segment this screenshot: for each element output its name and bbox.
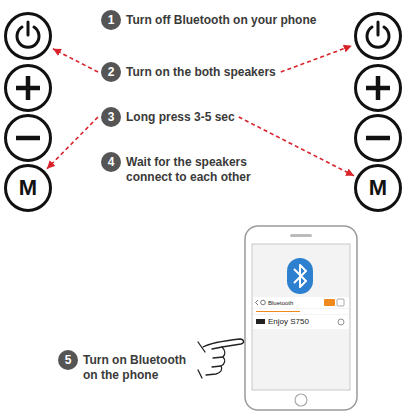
step-number: 2 (108, 65, 115, 79)
power-button (6, 14, 51, 59)
bluetooth-rune (294, 265, 306, 287)
device-row (253, 315, 349, 329)
dashed-arrow (47, 117, 98, 169)
step-text: Wait for the speakers connect to each ot… (126, 152, 276, 185)
step-number-circle: 2 (101, 62, 121, 82)
power-symbol (27, 22, 30, 35)
step-number: 1 (108, 13, 115, 27)
power-button (356, 14, 401, 59)
leader-arrow (281, 46, 352, 72)
section-rule (256, 311, 300, 312)
info-icon (338, 319, 344, 325)
phone-speaker (290, 234, 312, 237)
step-text: Long press 3-5 sec (126, 107, 235, 127)
step-item: 3 Long press 3-5 sec (101, 107, 235, 127)
toggle-switch (337, 299, 344, 306)
right-button-column (356, 14, 401, 161)
step-item: 2 Turn on the both speakers (101, 62, 276, 82)
step-item: 5 Turn on Bluetooth on the phone (58, 350, 195, 383)
step-number-circle: 5 (58, 350, 78, 370)
mode-button: M (354, 164, 402, 212)
minus-symbol (16, 136, 40, 141)
step-text: Turn off Bluetooth on your phone (126, 10, 316, 30)
step-item: 4 Wait for the speakers connect to each o… (101, 152, 276, 185)
dashed-arrow (239, 117, 354, 176)
settings-header (253, 297, 349, 308)
mode-button: M (4, 164, 52, 212)
power-symbol (377, 22, 380, 35)
left-button-column (6, 14, 51, 161)
cuff-lines (198, 342, 205, 378)
step-number: 5 (65, 353, 72, 367)
step-number-circle: 4 (101, 152, 121, 172)
button-letter: M (19, 177, 37, 199)
step-text: Turn on the both speakers (126, 62, 276, 82)
bluetooth-logo (287, 258, 313, 294)
minus-symbol (366, 136, 390, 141)
device-name: Enjoy S750 (268, 318, 309, 326)
plus-symbol (366, 76, 390, 100)
step-item: 1 Turn off Bluetooth on your phone (101, 10, 316, 30)
minus-button (356, 116, 401, 161)
pointing-hand (198, 339, 244, 378)
leader-arrow (53, 49, 98, 72)
plus-symbol (16, 76, 40, 100)
step-number-circle: 1 (101, 10, 121, 30)
screen-title: Bluetooth (268, 300, 293, 306)
step-number-circle: 3 (101, 107, 121, 127)
step-text: Turn on Bluetooth on the phone (83, 350, 195, 383)
minus-button (6, 116, 51, 161)
back-chevron (256, 300, 259, 305)
plus-button (356, 66, 401, 111)
gear-icon (261, 300, 266, 305)
phone (245, 226, 357, 410)
plus-button (6, 66, 51, 111)
hand-outline (203, 339, 244, 375)
phone-body (245, 226, 357, 410)
step-number: 4 (108, 155, 115, 169)
button-letter: M (369, 177, 387, 199)
phone-screen (252, 244, 350, 390)
device-icon (256, 319, 265, 324)
step-number: 3 (108, 110, 115, 124)
section-row (253, 309, 349, 314)
toggle-switch (324, 299, 335, 306)
home-button (295, 394, 307, 406)
finger-lines (212, 347, 223, 367)
